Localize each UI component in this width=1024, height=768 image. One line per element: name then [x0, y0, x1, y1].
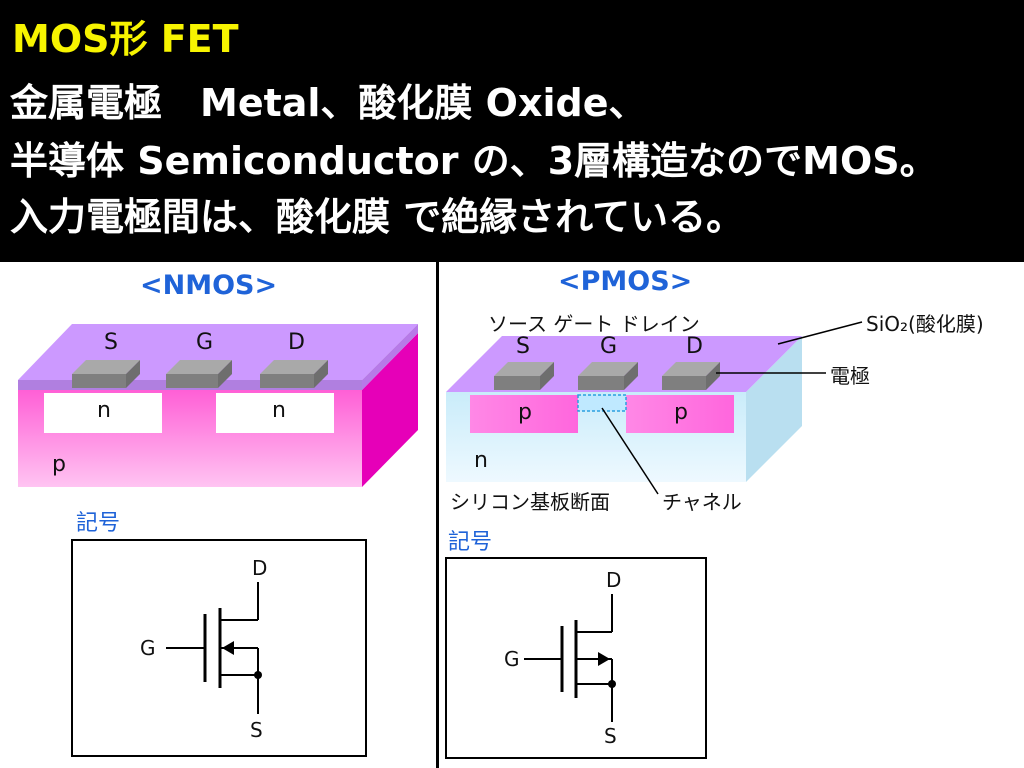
panel-divider — [436, 262, 439, 768]
pmos-label-s: S — [516, 334, 530, 359]
nmos-symbol — [166, 582, 259, 714]
pmos-p-region-right — [626, 395, 734, 433]
pmos-label-n: n — [474, 448, 488, 473]
pmos-symbol-d: D — [606, 568, 622, 592]
nmos-electrode-g — [166, 360, 232, 388]
nmos-cross-section — [18, 324, 418, 487]
pmos-symbol — [524, 594, 613, 722]
electrode-callout-label: 電極 — [830, 364, 870, 388]
pmos-top-labels: ソース ゲート ドレイン — [488, 312, 700, 336]
pmos-symbol-g: G — [504, 647, 520, 671]
pmos-cross-section — [446, 336, 802, 482]
nmos-oxide-side — [362, 324, 418, 390]
pmos-title: <PMOS> — [558, 266, 693, 297]
pmos-symbol-s: S — [604, 724, 617, 748]
pmos-label-p-right: p — [674, 400, 688, 425]
oxide-callout-label: SiO₂(酸化膜) — [866, 312, 984, 336]
channel-callout-label: チャネル — [662, 490, 742, 514]
pmos-symbol-caption: 記号 — [448, 530, 493, 555]
pmos-electrode-g — [578, 362, 638, 390]
nmos-symbol-d: D — [252, 556, 268, 580]
body-line-3: 入力電極間は、酸化膜 で絶縁されている。 — [10, 195, 745, 239]
pmos-electrode-s — [494, 362, 554, 390]
channel-callout-line — [601, 407, 659, 495]
cross-section-label: シリコン基板断面 — [450, 490, 610, 514]
pmos-arrow — [598, 652, 610, 666]
pmos-label-d: D — [686, 334, 703, 359]
pmos-label-g: G — [600, 334, 618, 359]
body-line-1: 金属電極 Metal、酸化膜 Oxide、 — [10, 81, 647, 125]
nmos-side-face — [362, 333, 418, 487]
nmos-label-g: G — [196, 330, 214, 355]
nmos-arrow — [222, 641, 234, 655]
slide-title: MOS形 FET — [12, 17, 239, 61]
nmos-label-n-left: n — [97, 398, 111, 423]
slide-header: MOS形 FET 金属電極 Metal、酸化膜 Oxide、 半導体 Semic… — [0, 0, 1024, 262]
body-line-2: 半導体 Semiconductor の、3層構造なのでMOS。 — [10, 139, 938, 183]
nmos-n-region-right — [216, 393, 334, 433]
nmos-symbol-g: G — [140, 636, 156, 660]
pmos-p-region-left — [470, 395, 578, 433]
pmos-label-p-left: p — [518, 400, 532, 425]
nmos-n-region-left — [44, 393, 162, 433]
nmos-label-s: S — [104, 330, 118, 355]
nmos-label-p: p — [52, 452, 66, 477]
pmos-junction-dot — [608, 680, 616, 688]
nmos-junction-dot — [254, 671, 262, 679]
nmos-label-n-right: n — [272, 398, 286, 423]
nmos-symbol-box — [71, 539, 367, 757]
nmos-electrode-d — [260, 360, 328, 388]
oxide-callout-line — [777, 321, 863, 345]
pmos-electrode-d — [662, 362, 720, 390]
pmos-channel — [577, 394, 627, 412]
nmos-title: <NMOS> — [140, 270, 278, 301]
nmos-symbol-s: S — [250, 718, 263, 742]
nmos-electrode-s — [72, 360, 140, 388]
nmos-label-d: D — [288, 330, 305, 355]
nmos-symbol-caption: 記号 — [76, 511, 121, 536]
